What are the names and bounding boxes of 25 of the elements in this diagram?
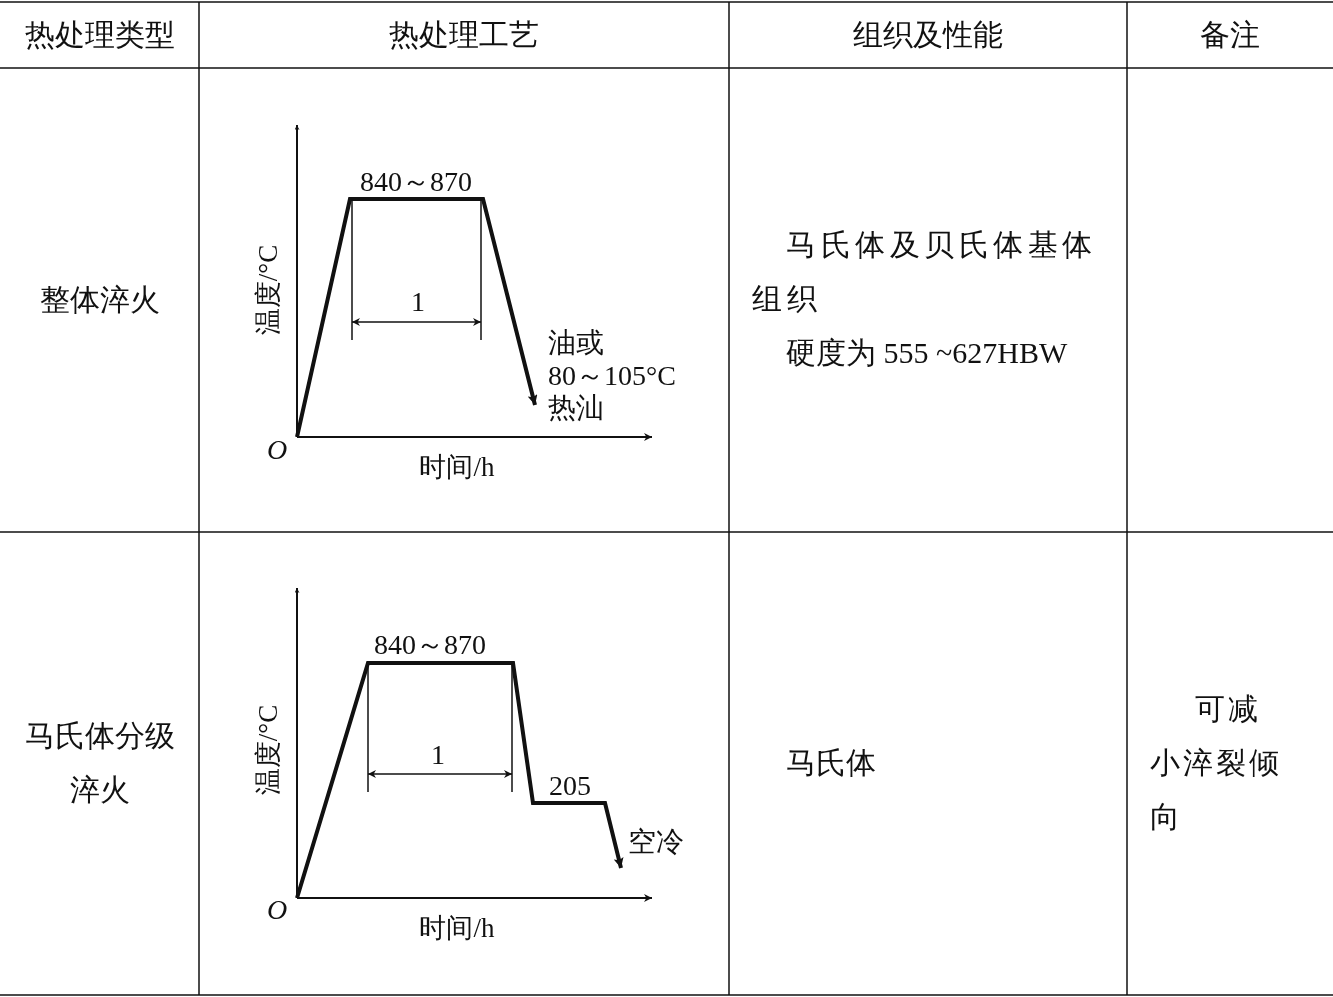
- temperature-value: 205: [549, 769, 591, 803]
- origin-label: O: [266, 893, 288, 927]
- row-label: 马氏体分级淬火: [24, 718, 176, 808]
- cell-text: 马氏体及贝氏体基体组织: [752, 227, 1098, 317]
- axis-label: 温度/°C: [251, 244, 284, 336]
- cell-text: 硬度为 555 ~627HBW: [786, 335, 1068, 371]
- column-header: 组织及性能: [853, 17, 1003, 53]
- quench-note: 80～105°C: [548, 359, 676, 393]
- origin-label: O: [266, 433, 288, 467]
- dimension-label: 1: [431, 738, 445, 772]
- column-header: 热处理类型: [25, 17, 175, 53]
- temperature-value: 840～870: [374, 628, 486, 662]
- dimension-label: 1: [411, 285, 425, 319]
- remark-text: 可减小淬裂倾向: [1150, 691, 1283, 835]
- cooling-note: 空冷: [628, 825, 684, 859]
- column-header: 备注: [1200, 17, 1260, 53]
- axis-label: 时间/h: [419, 911, 495, 945]
- quench-note: 油或: [548, 326, 604, 360]
- row-label: 整体淬火: [40, 282, 160, 318]
- axis-label: 时间/h: [419, 450, 495, 484]
- quench-note: 热汕: [548, 391, 604, 425]
- cell-text: 马氏体: [786, 745, 876, 781]
- temperature-value: 840～870: [360, 165, 472, 199]
- column-header: 热处理工艺: [389, 17, 539, 53]
- axis-label: 温度/°C: [251, 704, 284, 796]
